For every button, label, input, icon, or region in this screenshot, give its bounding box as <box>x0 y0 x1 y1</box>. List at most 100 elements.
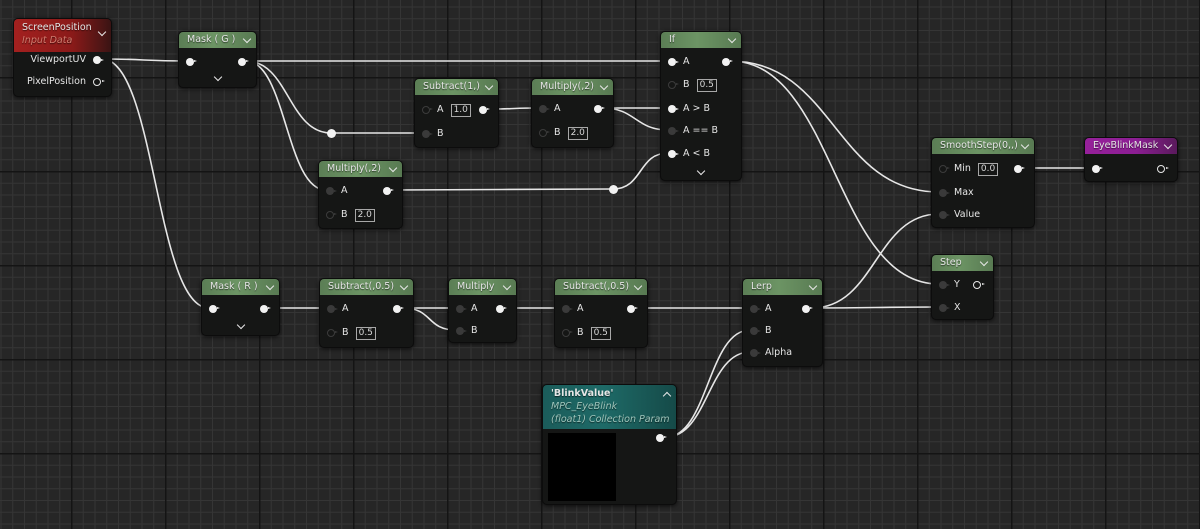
wire-screen-position-viewportuv-to-mask-r-input[interactable] <box>101 58 210 309</box>
input-pin-b[interactable] <box>456 327 467 335</box>
input-pin-b[interactable] <box>539 129 550 137</box>
node-header[interactable]: Mask ( R ) <box>202 279 279 295</box>
collapse-chevron-icon[interactable] <box>601 79 607 95</box>
output-pin-viewportuv[interactable] <box>93 56 104 64</box>
output-pin[interactable] <box>1014 164 1025 173</box>
collapse-chevron-icon[interactable] <box>390 161 396 177</box>
input-pin-a[interactable] <box>539 105 550 113</box>
wire-lerp-output-to-smoothstep-value[interactable] <box>811 213 940 309</box>
node-multiply-2-top[interactable]: Multiply(,2) A B 2.0 <box>531 78 614 148</box>
output-pin[interactable] <box>802 304 813 313</box>
input-pin-a[interactable] <box>668 58 679 66</box>
output-pin[interactable] <box>479 105 490 114</box>
wire-blink-value-output-to-lerp-alpha[interactable] <box>665 351 751 438</box>
node-header[interactable]: Subtract(,0.5) <box>555 279 647 295</box>
input-pin-a[interactable] <box>750 305 761 313</box>
reroute-node[interactable] <box>327 129 336 138</box>
input-pin[interactable] <box>1092 164 1103 173</box>
wire-lerp-output-to-step-x[interactable] <box>811 306 940 309</box>
node-subtract-05-b[interactable]: Subtract(,0.5) A B 0.5 <box>554 278 648 348</box>
node-header[interactable]: SmoothStep(0,,) <box>932 138 1034 154</box>
input-pin-a[interactable] <box>456 305 467 313</box>
collapse-chevron-icon[interactable] <box>729 32 735 48</box>
value-field-b[interactable]: 0.5 <box>590 326 611 340</box>
input-pin-min[interactable] <box>939 165 950 173</box>
collapse-chevron-icon[interactable] <box>504 279 510 295</box>
input-pin-b[interactable] <box>326 211 337 219</box>
input-pin-a[interactable] <box>422 106 433 114</box>
node-header[interactable]: ScreenPosition Input Data <box>14 19 111 52</box>
value-field-min[interactable]: 0.0 <box>977 162 999 176</box>
node-header[interactable]: Mask ( G ) <box>179 32 256 48</box>
collapse-chevron-icon[interactable] <box>486 79 492 95</box>
node-blink-value[interactable]: 'BlinkValue' MPC_EyeBlink (float1) Colle… <box>542 384 677 505</box>
output-pin[interactable] <box>722 57 733 66</box>
input-pin-b[interactable] <box>562 329 573 337</box>
node-header[interactable]: Step <box>932 255 993 271</box>
node-header[interactable]: 'BlinkValue' MPC_EyeBlink (float1) Colle… <box>543 385 676 429</box>
input-pin-a[interactable] <box>562 305 573 313</box>
input-pin-a-greater-b[interactable] <box>668 105 679 113</box>
node-multiply-2-mid[interactable]: Multiply(,2) A B 2.0 <box>318 160 403 229</box>
node-mask-r[interactable]: Mask ( R ) <box>201 278 280 336</box>
node-header[interactable]: Lerp <box>743 279 822 295</box>
output-pin[interactable] <box>1157 164 1169 173</box>
node-header[interactable]: Subtract(1,) <box>415 79 498 95</box>
collapse-chevron-icon[interactable] <box>635 279 641 295</box>
input-pin-a[interactable] <box>326 187 337 195</box>
node-header[interactable]: Multiply <box>449 279 516 295</box>
input-pin-b[interactable] <box>668 81 679 89</box>
output-pin[interactable] <box>594 104 605 113</box>
input-pin-a-less-b[interactable] <box>668 150 679 158</box>
output-pin[interactable] <box>627 304 638 313</box>
collapse-chevron-icon[interactable] <box>401 279 407 295</box>
node-header[interactable]: Multiply(,2) <box>532 79 613 95</box>
value-field-b[interactable]: 2.0 <box>567 126 588 140</box>
expand-chevron-icon[interactable] <box>215 71 221 83</box>
node-header[interactable]: EyeBlinkMask <box>1085 138 1177 154</box>
expand-chevron-icon[interactable] <box>238 319 244 331</box>
input-pin-b[interactable] <box>327 329 338 337</box>
collapse-chevron-icon[interactable] <box>981 255 987 271</box>
input-pin-y[interactable] <box>939 281 950 289</box>
node-smoothstep[interactable]: SmoothStep(0,,) Min 0.0 Max Value <box>931 137 1035 228</box>
output-pin[interactable] <box>260 304 271 313</box>
output-pin[interactable] <box>656 433 667 442</box>
expand-chevron-icon[interactable] <box>698 165 704 177</box>
input-pin-alpha[interactable] <box>750 349 761 357</box>
node-header[interactable]: If <box>661 32 741 48</box>
collapse-chevron-icon[interactable] <box>810 279 816 295</box>
input-pin-b[interactable] <box>750 327 761 335</box>
collapse-chevron-icon[interactable] <box>267 279 273 295</box>
input-pin-max[interactable] <box>939 189 950 197</box>
wire-blink-value-output-to-lerp-b[interactable] <box>665 329 751 438</box>
input-pin-b[interactable] <box>422 130 433 138</box>
node-step[interactable]: Step Y X <box>931 254 994 320</box>
output-pin[interactable] <box>973 280 985 289</box>
node-subtract-1[interactable]: Subtract(1,) A 1.0 B <box>414 78 499 148</box>
output-pin[interactable] <box>238 57 249 66</box>
collapse-chevron-icon[interactable] <box>99 26 105 40</box>
collapse-chevron-icon[interactable] <box>244 32 250 48</box>
value-field-b[interactable]: 0.5 <box>696 78 717 92</box>
output-pin[interactable] <box>496 304 507 313</box>
wire-mask-g-output-to-multiply-2-mid-a[interactable] <box>245 60 327 191</box>
input-pin[interactable] <box>186 57 197 66</box>
node-eye-blink-mask[interactable]: EyeBlinkMask <box>1084 137 1178 182</box>
input-pin-x[interactable] <box>939 304 950 312</box>
wire-mask-g-output-to-subtract-1-b[interactable] <box>245 60 422 134</box>
wire-multiply-2-mid-output-to-if-a-b[interactable] <box>390 152 669 191</box>
value-field-b[interactable]: 2.0 <box>354 208 375 222</box>
node-if[interactable]: If A B 0.5 A > B A == B A < B <box>660 31 742 181</box>
input-pin-a[interactable] <box>327 305 338 313</box>
collapse-chevron-icon[interactable] <box>664 387 670 404</box>
node-screen-position[interactable]: ScreenPosition Input Data ViewportUV Pix… <box>13 18 112 97</box>
node-header[interactable]: Subtract(,0.5) <box>320 279 413 295</box>
value-field-a[interactable]: 1.0 <box>450 103 471 117</box>
input-pin[interactable] <box>209 304 220 313</box>
node-lerp[interactable]: Lerp A B Alpha <box>742 278 823 367</box>
node-subtract-05-a[interactable]: Subtract(,0.5) A B 0.5 <box>319 278 414 348</box>
collapse-chevron-icon[interactable] <box>1165 138 1171 154</box>
output-pin[interactable] <box>393 304 404 313</box>
